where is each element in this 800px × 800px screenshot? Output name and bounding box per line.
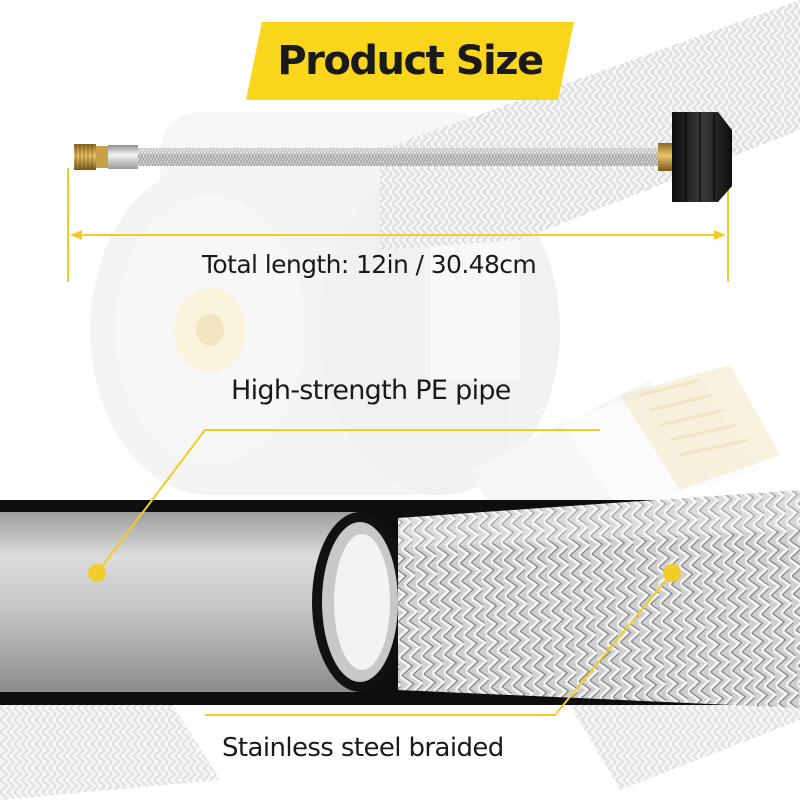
callout-steel-braided: [205, 564, 681, 716]
banner-background: [246, 22, 574, 100]
callout-pe-pipe: [88, 429, 600, 582]
page-title: Product Size: [277, 38, 544, 84]
product-hose: [74, 112, 732, 202]
steel-braided-label: Stainless steel braided: [222, 733, 504, 763]
pe-pipe-label: High-strength PE pipe: [231, 375, 511, 406]
title-banner: Product Size: [246, 22, 574, 100]
cutaway-hose: [0, 490, 800, 708]
total-length-label: Total length: 12in / 30.48cm: [202, 250, 537, 279]
